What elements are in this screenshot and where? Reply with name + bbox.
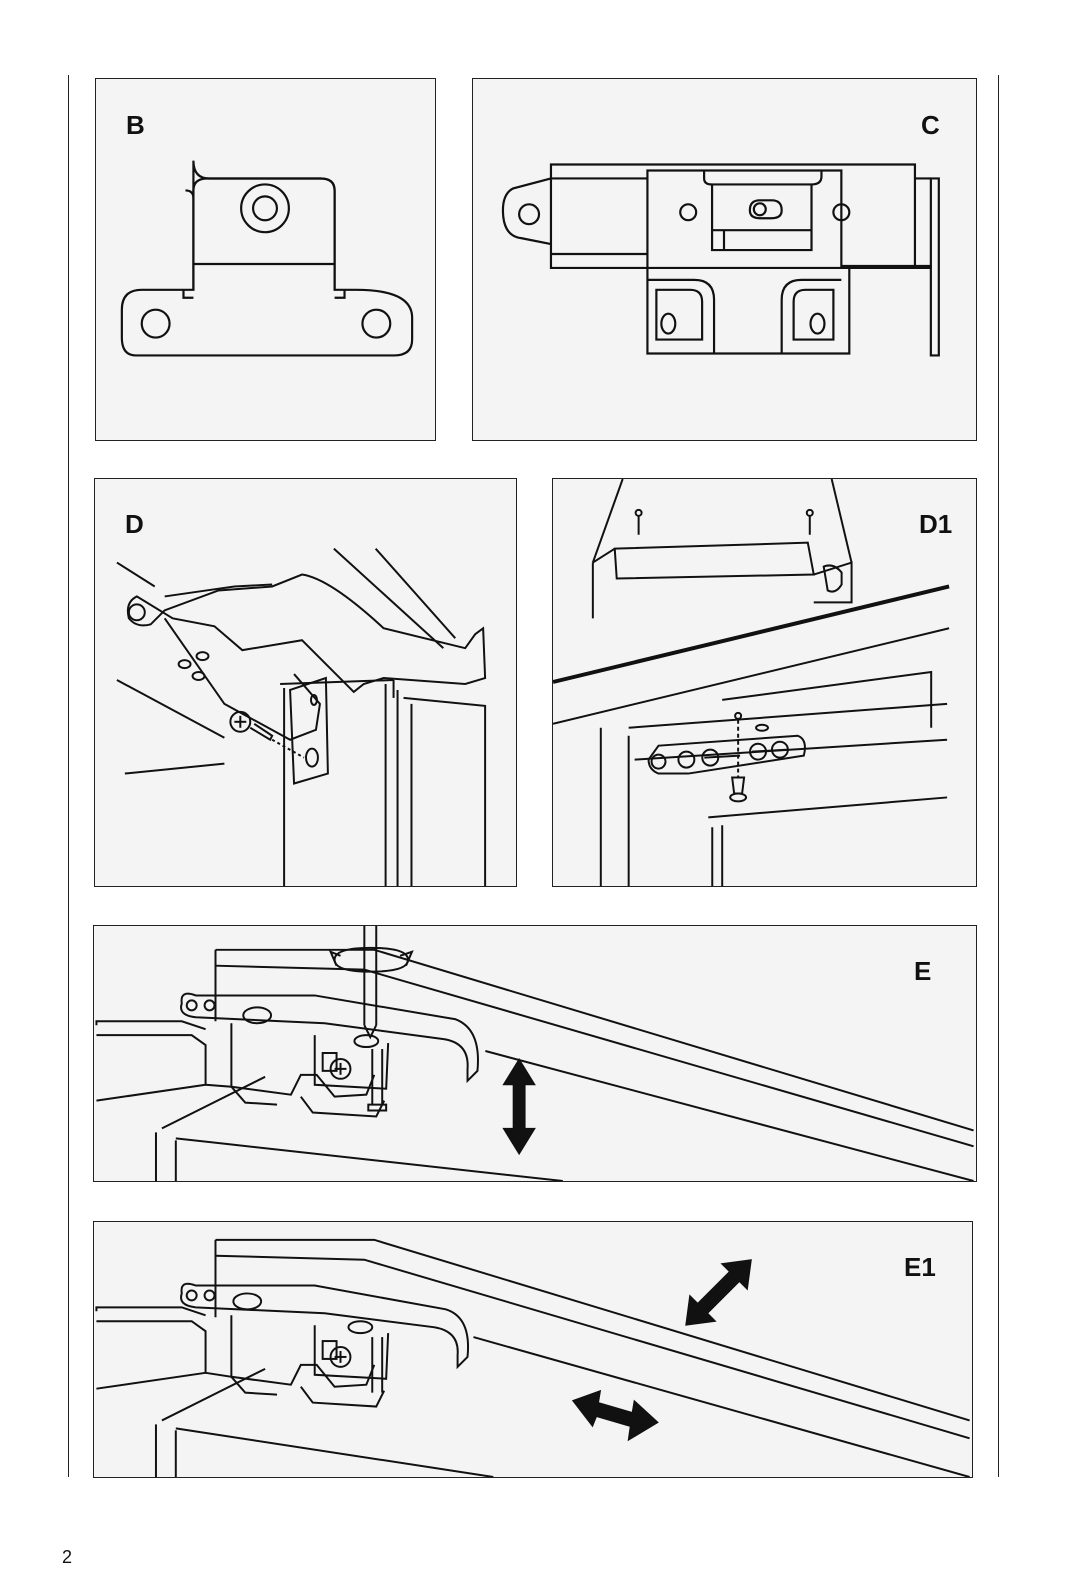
horizontal-double-arrow-icon (571, 1389, 659, 1442)
diagonal-double-arrow-icon (685, 1259, 752, 1326)
page-number: 2 (62, 1547, 73, 1567)
door-hinge-mounting-illustration (116, 547, 487, 886)
figure-b: B (95, 78, 436, 441)
cabinet-hinge-screws-illustration (553, 479, 950, 886)
hinge-bracket-icon (120, 160, 414, 357)
figure-d: D (94, 478, 517, 887)
figure-e-label: E (914, 956, 932, 986)
hinge-height-adjustment-illustration (95, 926, 974, 1181)
left-margin-rule (68, 75, 69, 1477)
figure-c-label: C (921, 110, 940, 140)
vertical-double-arrow-icon (502, 1058, 536, 1156)
figure-d-label: D (125, 509, 144, 539)
figure-d1-label: D1 (919, 509, 953, 539)
hinge-plate-icon (501, 163, 940, 357)
screwdriver-icon (328, 926, 414, 1040)
figure-d1: D1 (552, 478, 977, 887)
figure-e1-label: E1 (904, 1252, 936, 1282)
right-margin-rule (998, 75, 999, 1477)
figure-e1: E1 (93, 1221, 973, 1478)
figure-b-label: B (126, 110, 145, 140)
figure-e: E (93, 925, 977, 1182)
figure-c: C (472, 78, 977, 441)
hinge-lateral-adjustment-illustration (95, 1238, 970, 1477)
